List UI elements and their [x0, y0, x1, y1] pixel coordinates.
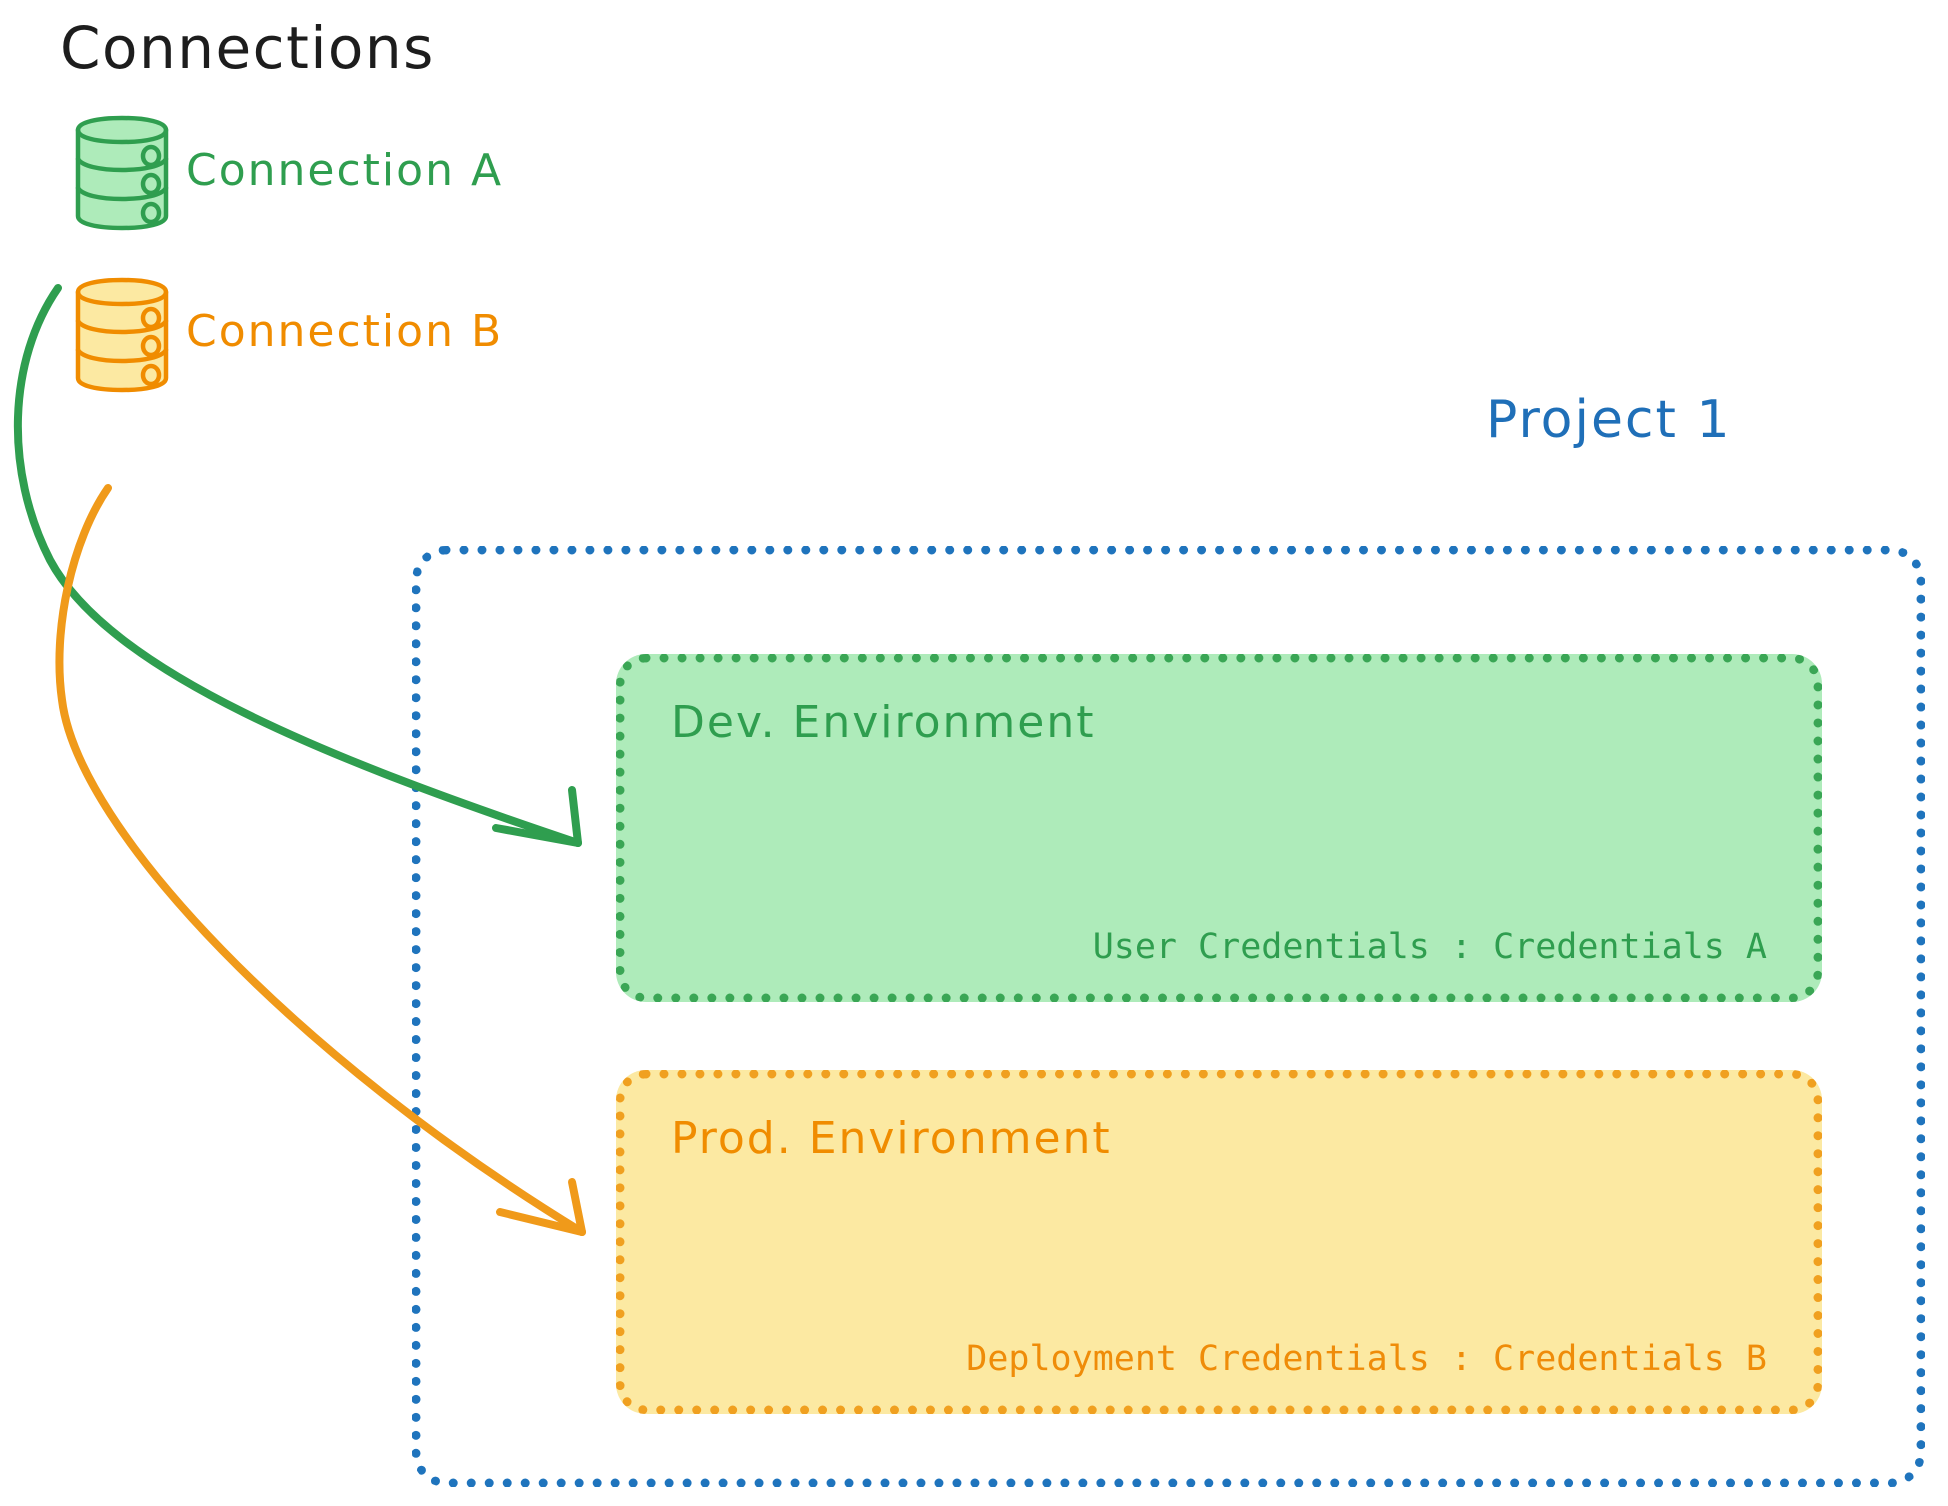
database-icon: [68, 276, 176, 394]
connections-section-title: Connections: [60, 14, 435, 82]
dev-credentials-text: User Credentials : Credentials A: [1092, 927, 1767, 967]
connection-a-label: Connection A: [186, 145, 504, 196]
prod-credentials-text: Deployment Credentials : Credentials B: [966, 1339, 1767, 1379]
database-icon: [68, 114, 176, 232]
dev-environment-title: Dev. Environment: [671, 697, 1096, 748]
project-title: Project 1: [1486, 390, 1732, 450]
prod-environment-box[interactable]: Prod. Environment Deployment Credentials…: [616, 1070, 1822, 1414]
prod-environment-title: Prod. Environment: [671, 1113, 1112, 1164]
dev-environment-box[interactable]: Dev. Environment User Credentials : Cred…: [616, 654, 1822, 1002]
connection-b-label: Connection B: [186, 306, 504, 357]
